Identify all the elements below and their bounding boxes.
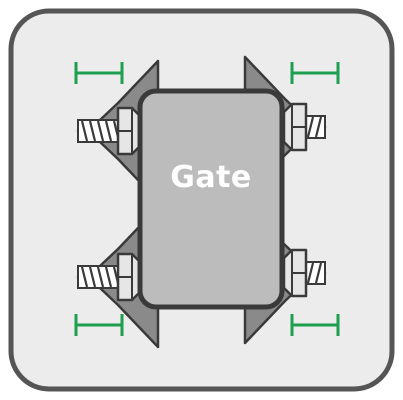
coupling-nut-icon [116, 106, 142, 156]
coupling-nut-icon [282, 102, 308, 152]
coupling-nut-icon [282, 248, 308, 298]
gate-block [137, 88, 285, 310]
coupling-nut-icon [116, 252, 142, 302]
gate-label: Gate [170, 160, 252, 195]
